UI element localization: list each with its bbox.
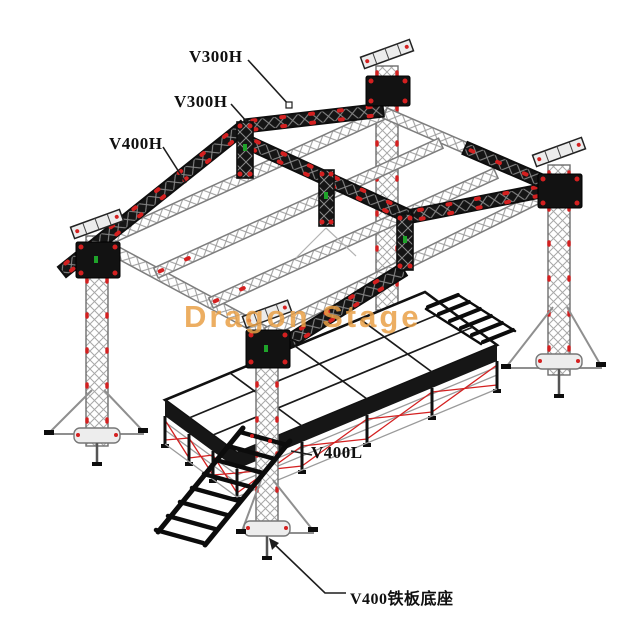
leader-v300h-mid xyxy=(230,103,248,123)
tower-right xyxy=(501,164,606,398)
tower-right-outriggers xyxy=(501,306,606,398)
roof-cross-truss-1 xyxy=(152,137,445,279)
tower-left-sleeve xyxy=(75,241,121,279)
label-v400h: V400H xyxy=(109,134,163,153)
tower-front xyxy=(236,299,318,560)
tower-front-head xyxy=(241,299,293,329)
roof-ridge-post-left xyxy=(236,121,254,179)
label-v400l: V400L xyxy=(311,443,363,462)
stage-stairs xyxy=(153,425,293,548)
leader-lines xyxy=(162,59,346,594)
tower-back-head xyxy=(359,38,415,70)
label-v300h-mid: V300H xyxy=(174,92,228,111)
roof-cross-truss-2 xyxy=(207,167,500,309)
label-v300h-top: V300H xyxy=(189,47,243,66)
tower-front-outriggers xyxy=(236,479,318,560)
tower-left-outriggers xyxy=(44,389,148,466)
leader-v400h xyxy=(162,146,187,184)
stage-back-ladder xyxy=(424,293,517,346)
watermark: Dragon Stage xyxy=(184,299,422,334)
tower-left xyxy=(44,235,148,466)
tower-right-head xyxy=(531,136,587,168)
tower-left-head xyxy=(69,208,125,240)
roof-ridge-post-right xyxy=(396,213,414,271)
tower-right-sleeve xyxy=(537,173,583,209)
stage-deck xyxy=(161,290,501,501)
tower-back-sleeve xyxy=(365,75,411,107)
tower-front-sleeve xyxy=(245,329,291,369)
leader-v400-base xyxy=(270,540,346,594)
leader-v400l xyxy=(290,450,313,456)
roof-ridge-post-middle xyxy=(318,169,335,227)
label-v400-base-plate: V400铁板底座 xyxy=(350,591,454,608)
leader-v300h-top xyxy=(247,59,290,106)
